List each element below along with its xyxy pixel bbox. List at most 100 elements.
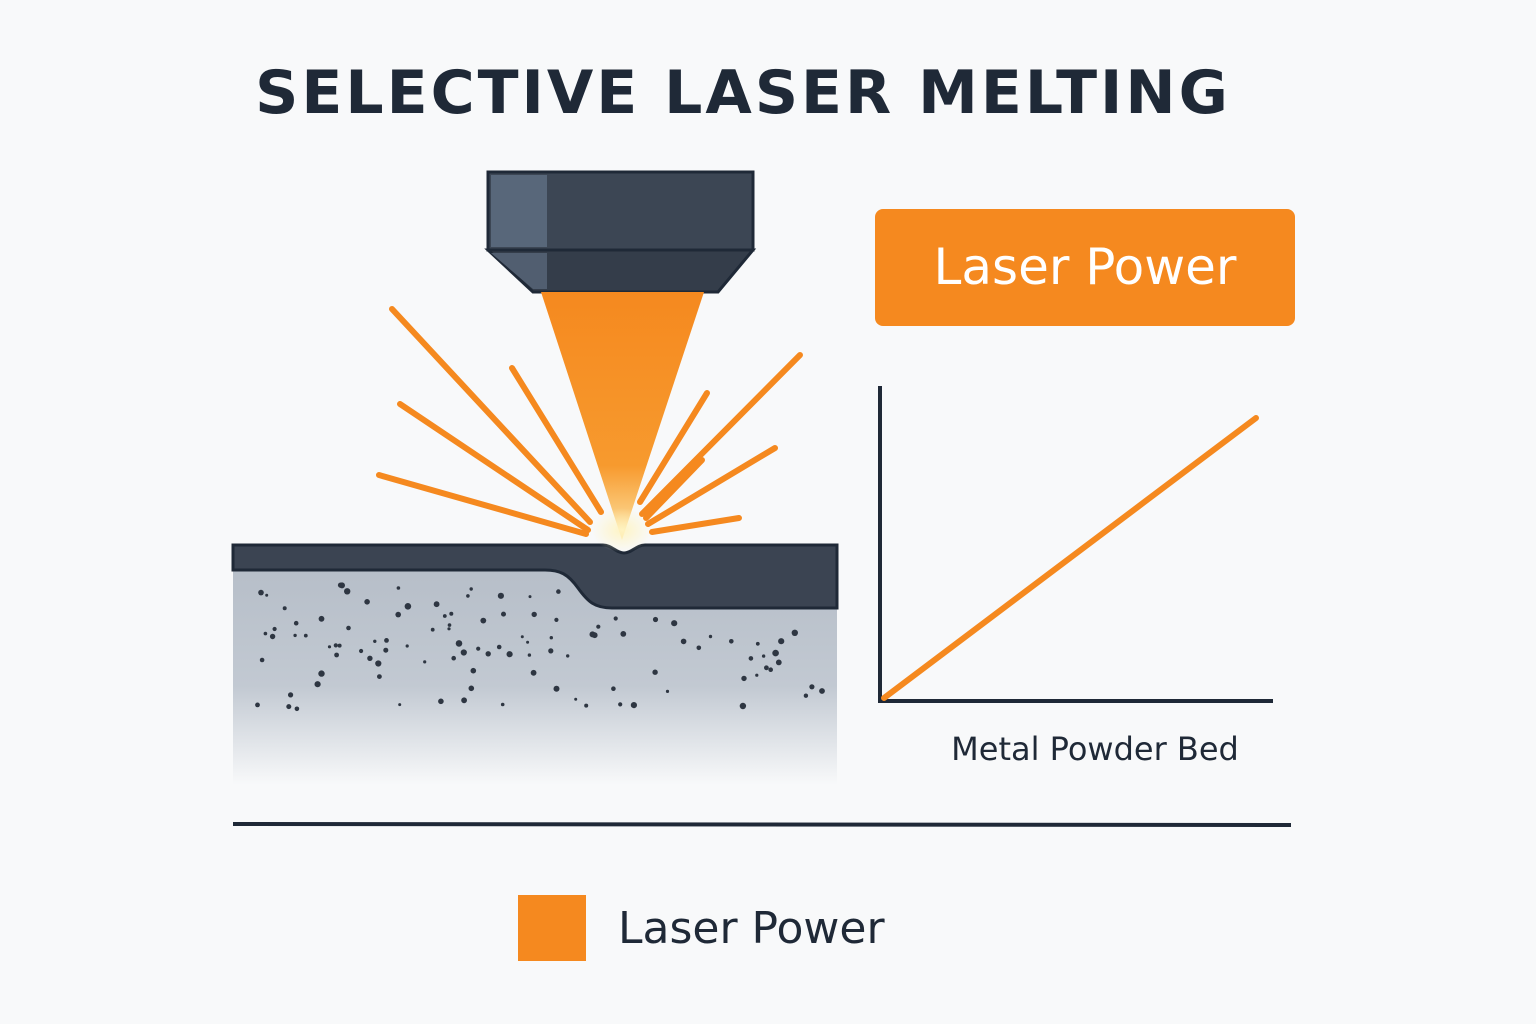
powder-particle <box>373 639 377 643</box>
powder-particle <box>531 611 537 618</box>
powder-particle <box>455 640 463 647</box>
powder-particle <box>630 702 638 709</box>
powder-particle <box>652 616 659 623</box>
powder-particle <box>506 651 513 658</box>
powder-particle <box>739 702 747 710</box>
powder-particle <box>395 611 402 618</box>
powder-particle <box>775 659 782 666</box>
powder-particle <box>819 688 825 694</box>
powder-particle <box>680 638 687 645</box>
powder-particle <box>263 631 268 636</box>
powder-particle <box>556 589 561 594</box>
powder-particle <box>520 635 524 639</box>
powder-particle <box>344 588 351 595</box>
powder-particle <box>396 586 401 590</box>
powder-particles <box>255 582 825 712</box>
powder-particle <box>526 640 530 644</box>
powder-particle <box>755 641 760 646</box>
powder-particle <box>618 702 623 707</box>
powder-particle <box>383 647 389 653</box>
powder-particle <box>554 617 559 623</box>
legend-swatch <box>518 895 586 961</box>
powder-particle <box>768 667 773 672</box>
powder-particle <box>466 594 470 598</box>
powder-particle <box>549 636 553 640</box>
legend-label: Laser Power <box>618 902 885 954</box>
powder-particle <box>314 681 321 688</box>
powder-particle <box>589 631 596 638</box>
powder-particle <box>761 654 766 658</box>
powder-particle <box>671 620 678 627</box>
powder-particle <box>476 646 481 651</box>
powder-particle <box>809 684 815 690</box>
powder-particle <box>258 589 264 596</box>
powder-particle <box>255 702 260 708</box>
laser-power-badge: Laser Power <box>875 209 1295 326</box>
powder-particle <box>791 629 798 636</box>
powder-particle <box>449 611 454 616</box>
powder-particle <box>574 697 578 701</box>
powder-particle <box>384 638 389 643</box>
powder-particle <box>528 595 532 599</box>
powder-particle <box>438 698 444 705</box>
powder-particle <box>303 633 308 638</box>
powder-particle <box>803 693 809 698</box>
laser-power-line <box>881 415 1259 701</box>
powder-particle <box>611 686 616 691</box>
powder-particle <box>548 648 554 654</box>
powder-particle <box>318 670 325 677</box>
powder-particle <box>375 660 382 667</box>
powder-particle <box>433 601 440 608</box>
powder-particle <box>272 626 277 632</box>
nozzle-tip <box>484 248 757 294</box>
powder-particle <box>461 697 467 704</box>
laser-beam <box>541 292 704 540</box>
page-title: SELECTIVE LASER MELTING <box>255 58 1231 128</box>
powder-particle <box>404 603 412 610</box>
spark-ray <box>639 352 803 517</box>
powder-particle <box>496 644 502 650</box>
spark-ray <box>643 457 705 521</box>
powder-particle <box>339 582 345 589</box>
powder-particle <box>398 703 402 707</box>
powder-particle <box>460 649 467 656</box>
powder-particle <box>430 627 435 632</box>
spark-ray <box>509 365 604 515</box>
power-chart <box>878 386 1273 703</box>
powder-particle <box>269 633 276 640</box>
powder-particle <box>501 611 506 617</box>
powder-particle <box>327 645 332 649</box>
powder-particle <box>333 643 338 648</box>
powder-particle <box>334 652 339 658</box>
powder-particle <box>293 633 297 638</box>
powder-particle <box>530 669 537 676</box>
powder-particle <box>708 634 713 639</box>
powder-particle <box>500 702 505 707</box>
powder-particle <box>282 606 287 611</box>
powder-particle <box>451 655 457 661</box>
powder-particle <box>741 675 747 682</box>
spark-ray <box>645 445 778 527</box>
powder-particle <box>377 674 382 679</box>
powder-particle <box>748 656 754 661</box>
powder-particle <box>286 704 292 710</box>
powder-particle <box>265 593 269 597</box>
spark-ray <box>397 401 591 533</box>
powder-particle <box>485 651 491 657</box>
laser-nozzle <box>484 170 757 294</box>
powder-particle <box>480 617 487 624</box>
powder-particle <box>259 657 265 663</box>
legend: Laser Power <box>518 895 885 961</box>
powder-particle <box>318 615 325 622</box>
nozzle-highlight <box>491 175 547 247</box>
powder-particle <box>359 648 364 654</box>
powder-particle <box>613 616 618 621</box>
powder-particle <box>527 653 532 657</box>
powder-particle <box>447 627 451 631</box>
spark-ray <box>376 472 589 537</box>
powder-particle <box>755 673 759 677</box>
powder-particle <box>596 624 601 629</box>
x-axis-label: Metal Powder Bed <box>951 730 1239 768</box>
